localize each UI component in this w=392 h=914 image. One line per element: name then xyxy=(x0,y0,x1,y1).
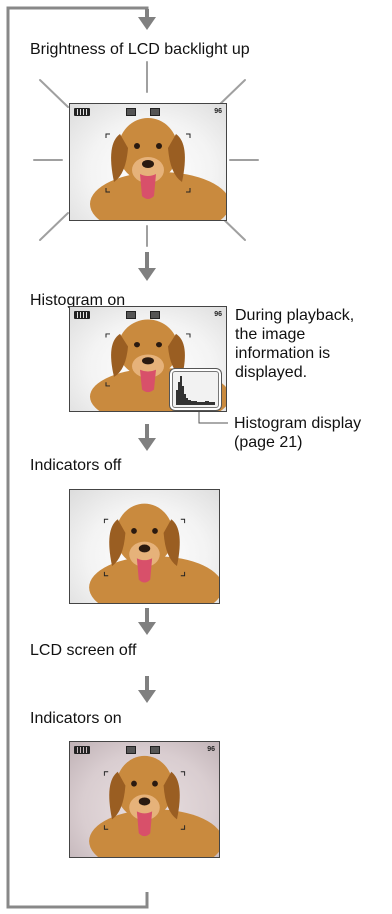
lcd-screen-brightness: 96 xyxy=(69,103,227,221)
battery-icon xyxy=(74,311,90,319)
quality-icon xyxy=(150,746,160,754)
lcd-screen-histogram: 96 xyxy=(69,306,227,412)
image-size-icon xyxy=(126,746,136,754)
arrow-to-indicators-off xyxy=(138,424,156,451)
dog-image xyxy=(90,118,226,220)
histogram-leader-line xyxy=(198,411,228,424)
step-histogram-label: Histogram on xyxy=(30,292,126,309)
image-count: 96 xyxy=(214,108,222,115)
dog-photo xyxy=(89,503,219,603)
arrow-to-brightness xyxy=(138,9,156,30)
step-indicators-off-label: Indicators off xyxy=(30,457,122,474)
step-indicators-on-label: Indicators on xyxy=(30,710,122,727)
histogram-bars xyxy=(176,376,215,405)
image-count: 96 xyxy=(214,311,222,318)
histogram-graph xyxy=(172,371,219,408)
battery-icon xyxy=(74,108,90,116)
quality-icon xyxy=(150,108,160,116)
step-lcd-off-label: LCD screen off xyxy=(30,642,137,659)
image-size-icon xyxy=(126,311,136,319)
histogram-display-callout: Histogram display (page 21) xyxy=(234,415,362,451)
arrow-to-indicators-on xyxy=(138,676,156,703)
image-count: 96 xyxy=(207,746,215,753)
lcd-screen-indicators-off xyxy=(69,489,220,604)
image-size-icon xyxy=(126,108,136,116)
battery-icon xyxy=(74,746,90,754)
flow-arrows xyxy=(138,9,156,703)
quality-icon xyxy=(150,311,160,319)
arrow-to-lcd-off xyxy=(138,608,156,635)
dog-image xyxy=(89,503,219,603)
arrow-to-histogram xyxy=(138,252,156,281)
dog-image xyxy=(89,755,219,857)
dog-photo xyxy=(90,118,226,220)
playback-info-note: During playback, the image information i… xyxy=(235,307,355,381)
step-brightness-label: Brightness of LCD backlight up xyxy=(30,41,250,58)
lcd-screen-indicators-on: 96 xyxy=(69,741,220,858)
brightness-rays xyxy=(33,61,259,247)
dog-photo xyxy=(89,755,219,857)
